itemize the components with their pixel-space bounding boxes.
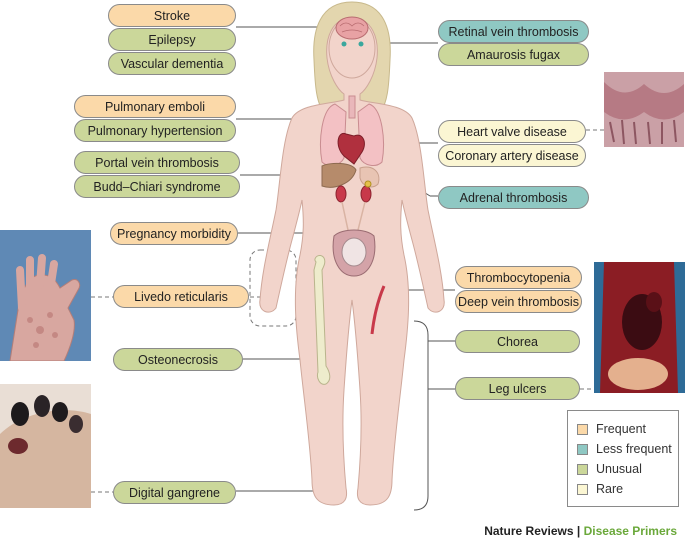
label-chorea: Chorea [455,330,580,353]
kidney-right [360,185,372,203]
label-thrombocytopenia: Thrombocytopenia [455,266,582,289]
legend-item-less-frequent: Less frequent [577,442,672,456]
label-livedo-reticularis: Livedo reticularis [113,285,249,308]
label-coronary-artery-disease: Coronary artery disease [438,144,586,167]
legend-item-unusual: Unusual [577,462,642,476]
label-pulmonary-emboli: Pulmonary emboli [74,95,236,118]
credit-series: Disease Primers [583,524,677,538]
label-adrenal-thrombosis: Adrenal thrombosis [438,186,589,209]
label-pulmonary-hypertension: Pulmonary hypertension [74,119,236,142]
credit-publisher: Nature Reviews [484,524,574,538]
label-amaurosis-fugax: Amaurosis fugax [438,43,589,66]
legend-item-rare: Rare [577,482,623,496]
legend-label-unusual: Unusual [596,462,642,476]
kidney-left [335,185,347,203]
label-leg-ulcers: Leg ulcers [455,377,580,400]
label-pregnancy-morbidity: Pregnancy morbidity [110,222,238,245]
lung-right [357,103,384,166]
credit-separator: | [573,524,584,538]
label-vascular-dementia: Vascular dementia [108,52,236,75]
label-digital-gangrene: Digital gangrene [113,481,236,504]
legend-item-frequent: Frequent [577,422,646,436]
legend-swatch-rare [577,483,588,495]
label-osteonecrosis: Osteonecrosis [113,348,243,371]
eye-right [358,41,364,47]
legend-label-rare: Rare [596,482,624,496]
hand-livedo-photo [0,230,91,361]
label-retinal-vein-thrombosis: Retinal vein thrombosis [438,20,589,43]
legend-swatch-unusual [577,463,588,475]
publisher-credit: Nature Reviews | Disease Primers [484,524,677,538]
label-portal-vein-thrombosis: Portal vein thrombosis [74,151,240,174]
brain [335,16,369,40]
liver [321,162,357,188]
legend-swatch-less-frequent [577,443,588,455]
leg-vein [370,285,386,335]
dashed-connectors [91,129,604,493]
legend-swatch-frequent [577,423,588,435]
eye-left [341,41,347,47]
legend-label-less-frequent: Less frequent [596,442,672,456]
label-deep-vein-thrombosis: Deep vein thrombosis [455,290,582,313]
heart-valve-photo [604,72,684,147]
leg-ulcer-photo [594,262,685,393]
heart [337,132,365,165]
label-heart-valve-disease: Heart valve disease [438,120,586,143]
legend: Frequent Less frequent Unusual Rare [567,410,679,507]
legend-label-frequent: Frequent [596,422,647,436]
label-epilepsy: Epilepsy [108,28,236,51]
femur [313,255,331,385]
adrenal-gland [364,180,372,188]
label-stroke: Stroke [108,4,236,27]
label-budd-chiari-syndrome: Budd–Chiari syndrome [74,175,240,198]
foot-gangrene-photo [0,384,91,508]
